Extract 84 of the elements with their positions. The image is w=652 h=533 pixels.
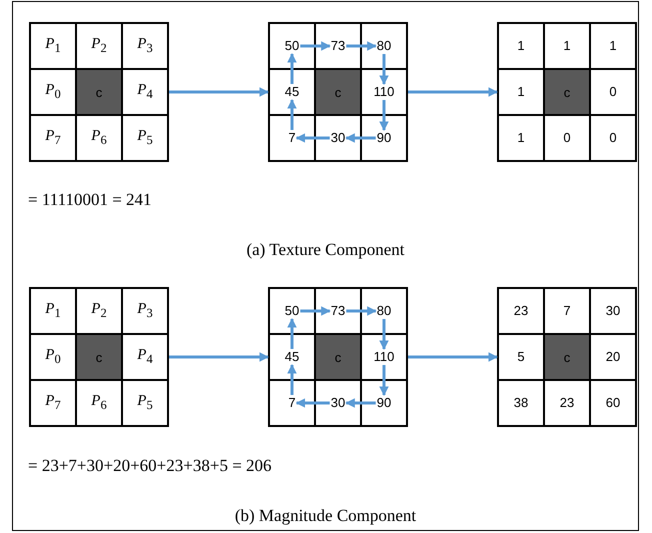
pixel-grid: [497, 22, 637, 162]
center-pixel: c: [76, 69, 122, 115]
arrow: [379, 319, 389, 350]
pixel-value: 1: [608, 38, 618, 54]
arrow: [408, 87, 498, 97]
pixel-value: 30: [604, 303, 622, 319]
arrow: [287, 364, 297, 395]
caption: (a) Texture Component: [246, 240, 405, 260]
pixel-value: 1: [562, 38, 572, 54]
pixel-value: P$_{3}$: [136, 301, 154, 321]
pixel-value: P$_{1}$: [44, 301, 62, 321]
caption: (b) Magnitude Component: [234, 506, 416, 526]
pixel-grid: [29, 22, 169, 162]
pixel-value: 50: [284, 38, 300, 54]
pixel-value: P$_{0}$: [44, 347, 62, 367]
pixel-value: 80: [376, 38, 392, 54]
pixel-value: 0: [608, 84, 618, 100]
arrow: [169, 352, 269, 362]
pixel-value: 23: [558, 395, 576, 411]
pixel-value: 45: [284, 349, 300, 365]
pixel-value: 110: [372, 84, 396, 100]
pixel-value: P$_{6}$: [90, 128, 108, 148]
arrow: [296, 133, 330, 143]
pixel-value: P$_{2}$: [90, 36, 108, 56]
pixel-value: 38: [512, 395, 530, 411]
arrow: [408, 352, 498, 362]
pixel-value: 7: [287, 395, 297, 411]
center-pixel: c: [76, 334, 122, 380]
pixel-value: 110: [372, 349, 396, 365]
pixel-value: 0: [608, 130, 618, 146]
pixel-value: P$_{7}$: [44, 393, 62, 413]
arrow: [287, 318, 297, 349]
pixel-value: 30: [330, 130, 346, 146]
arrow: [287, 99, 297, 130]
pixel-value: 20: [604, 349, 622, 365]
arrow: [345, 398, 376, 408]
pixel-value: 90: [376, 395, 392, 411]
pixel-value: P$_{1}$: [44, 36, 62, 56]
arrow: [345, 133, 376, 143]
formula-text: = 23+7+30+20+60+23+38+5 = 206: [28, 456, 272, 476]
pixel-grid: [268, 22, 408, 162]
arrow: [287, 53, 297, 84]
pixel-value: P$_{4}$: [136, 82, 154, 102]
pixel-grid: [497, 287, 637, 427]
pixel-value: P$_{5}$: [136, 128, 154, 148]
arrow: [346, 306, 377, 316]
arrow: [346, 41, 377, 51]
arrow: [169, 87, 269, 97]
center-pixel: c: [544, 334, 590, 380]
pixel-value: 23: [512, 303, 530, 319]
arrow: [379, 100, 389, 131]
pixel-value: P$_{6}$: [90, 393, 108, 413]
pixel-value: 1: [516, 38, 526, 54]
pixel-value: P$_{4}$: [136, 347, 154, 367]
pixel-value: 30: [330, 395, 346, 411]
pixel-value: 0: [562, 130, 572, 146]
arrow: [300, 306, 331, 316]
arrow: [379, 365, 389, 396]
pixel-value: 73: [330, 38, 346, 54]
center-pixel: c: [315, 69, 361, 115]
pixel-value: 90: [376, 130, 392, 146]
pixel-value: P$_{0}$: [44, 82, 62, 102]
center-pixel: c: [315, 334, 361, 380]
arrow: [296, 398, 330, 408]
pixel-value: 73: [330, 303, 346, 319]
pixel-value: P$_{5}$: [136, 393, 154, 413]
pixel-value: 1: [516, 84, 526, 100]
pixel-value: 1: [516, 130, 526, 146]
pixel-grid: [268, 287, 408, 427]
pixel-value: 7: [562, 303, 572, 319]
arrow: [300, 41, 331, 51]
pixel-value: 60: [604, 395, 622, 411]
pixel-value: 7: [287, 130, 297, 146]
pixel-value: 80: [376, 303, 392, 319]
pixel-value: 5: [516, 349, 526, 365]
center-pixel: c: [544, 69, 590, 115]
pixel-value: P$_{2}$: [90, 301, 108, 321]
pixel-grid: [29, 287, 169, 427]
arrow: [379, 54, 389, 85]
pixel-value: 45: [284, 84, 300, 100]
pixel-value: P$_{3}$: [136, 36, 154, 56]
formula-text: = 11110001 = 241: [28, 190, 152, 210]
pixel-value: P$_{7}$: [44, 128, 62, 148]
pixel-value: 50: [284, 303, 300, 319]
